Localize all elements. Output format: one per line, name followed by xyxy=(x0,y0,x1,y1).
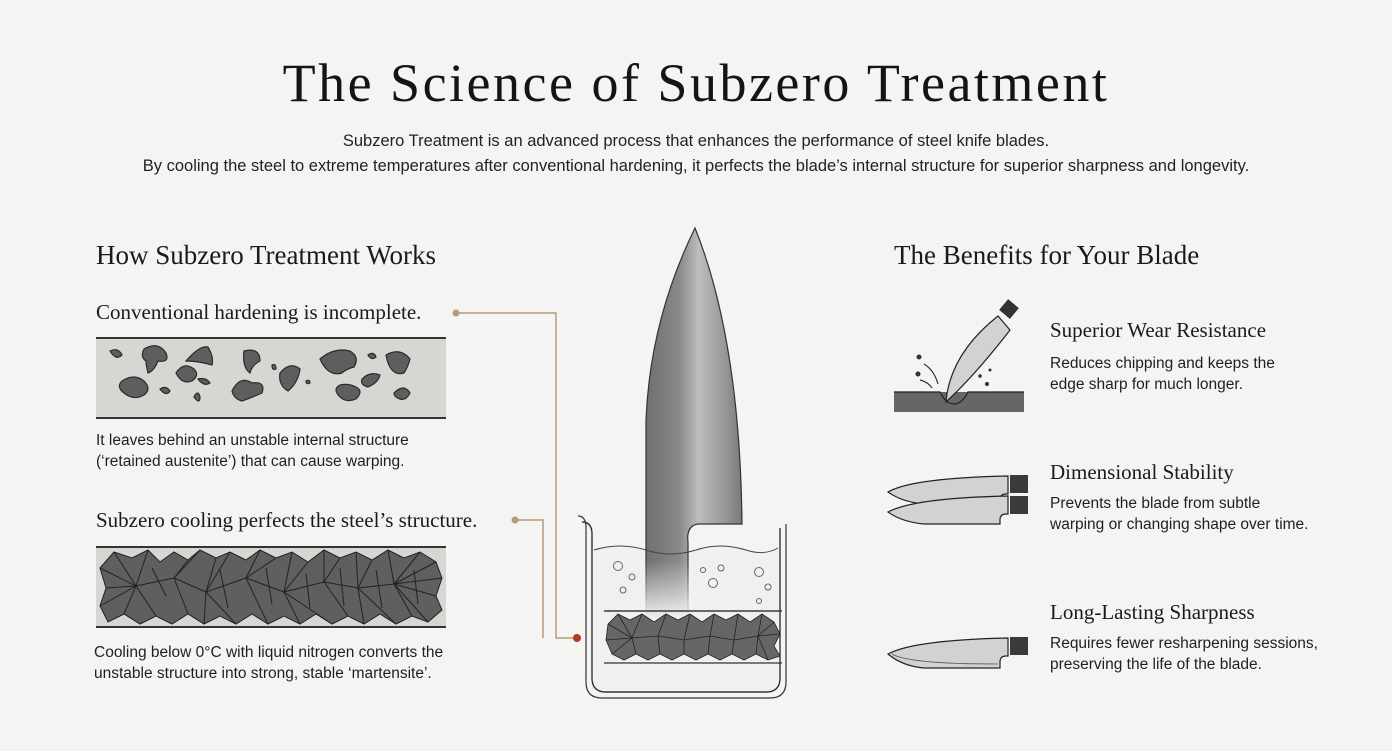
benefit-1-line-2: edge sharp for much longer. xyxy=(1050,376,1244,393)
benefit-1-description: Reduces chipping and keeps the edge shar… xyxy=(1050,353,1275,395)
step-2-title: Subzero cooling perfects the steel’s str… xyxy=(96,508,478,532)
stacked-knives-icon xyxy=(886,475,1028,525)
blade-icon xyxy=(645,226,743,619)
benefit-2-description: Prevents the blade from subtle warping o… xyxy=(1050,493,1308,535)
retained-austenite-strip xyxy=(96,337,446,419)
connector-dot-2 xyxy=(511,516,519,524)
benefit-2-line-2: warping or changing shape over time. xyxy=(1050,516,1309,533)
austenite-blobs-icon xyxy=(109,345,411,402)
step-1-line-1: It leaves behind an unstable internal st… xyxy=(96,432,409,449)
benefit-2-title: Dimensional Stability xyxy=(1050,460,1234,484)
subtitle-line-1: Subzero Treatment is an advanced process… xyxy=(342,132,1050,150)
benefit-3-line-2: preserving the life of the blade. xyxy=(1050,656,1262,673)
benefit-3-title: Long-Lasting Sharpness xyxy=(1050,600,1255,624)
benefit-1-line-1: Reduces chipping and keeps the xyxy=(1050,355,1275,372)
martensite-crystals-icon xyxy=(96,548,446,626)
knife-in-bath-illustration xyxy=(577,226,787,699)
benefits-heading: The Benefits for Your Blade xyxy=(894,240,1200,270)
benefit-2-line-1: Prevents the blade from subtle xyxy=(1050,495,1261,512)
martensite-strip xyxy=(96,546,446,628)
step-1-title: Conventional hardening is incomplete. xyxy=(96,300,422,324)
how-it-works-heading: How Subzero Treatment Works xyxy=(96,240,437,270)
step-2-line-1: Cooling below 0°C with liquid nitrogen c… xyxy=(94,644,444,661)
knife-icon xyxy=(886,637,1028,669)
benefit-3-line-1: Requires fewer resharpening sessions, xyxy=(1050,635,1318,652)
step-1-line-2: (‘retained austenite’) that can cause wa… xyxy=(96,453,405,470)
subtitle-line-2: By cooling the steel to extreme temperat… xyxy=(142,157,1250,175)
knife-cutting-icon xyxy=(894,299,1024,412)
beaker-icon xyxy=(581,521,781,693)
benefit-1-title: Superior Wear Resistance xyxy=(1050,318,1267,342)
connector-dot-1 xyxy=(452,309,460,317)
step-2-line-2: unstable structure into strong, stable ‘… xyxy=(94,665,432,682)
step-2-description: Cooling below 0°C with liquid nitrogen c… xyxy=(94,642,443,684)
page-title: The Science of Subzero Treatment xyxy=(282,53,1110,113)
benefit-3-description: Requires fewer resharpening sessions, pr… xyxy=(1050,633,1318,675)
connector-endpoint xyxy=(573,634,581,642)
step-1-description: It leaves behind an unstable internal st… xyxy=(96,430,409,472)
connector-lines xyxy=(452,309,581,642)
